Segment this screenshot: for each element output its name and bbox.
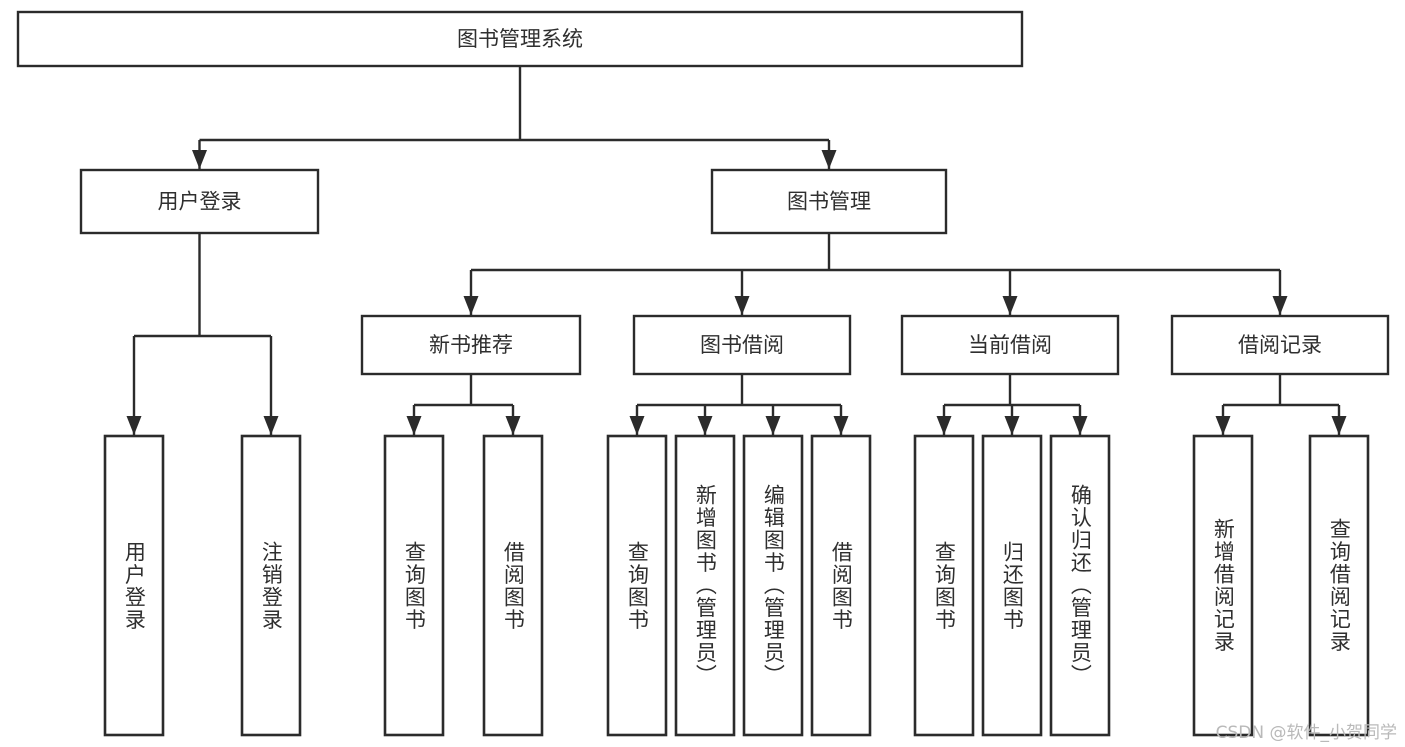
arrow-head-icon bbox=[833, 416, 849, 435]
arrow-head-icon bbox=[505, 416, 521, 435]
node-label-current-borrow: 当前借阅 bbox=[968, 333, 1052, 357]
arrow-head-icon bbox=[629, 416, 645, 435]
node-box-user-login[interactable] bbox=[79, 168, 320, 235]
node-box-book-borrow[interactable] bbox=[632, 314, 852, 376]
node-box-book-manage[interactable] bbox=[710, 168, 948, 235]
node-box-leaf-return-book[interactable] bbox=[981, 434, 1043, 737]
node-label-book-borrow: 图书借阅 bbox=[700, 333, 784, 357]
arrow-head-icon bbox=[1215, 416, 1231, 435]
arrow-head-icon bbox=[1331, 416, 1347, 435]
arrow-head-icon bbox=[1072, 416, 1088, 435]
arrow-head-icon bbox=[192, 150, 207, 169]
arrow-head-icon bbox=[463, 296, 479, 315]
arrow-head-icon bbox=[821, 150, 837, 169]
node-label-book-manage: 图书管理 bbox=[787, 190, 871, 214]
node-box-leaf-query-record[interactable] bbox=[1308, 434, 1370, 737]
node-box-root[interactable] bbox=[16, 10, 1024, 68]
connector-layer bbox=[126, 66, 1347, 435]
node-label-new-book-recommend: 新书推荐 bbox=[429, 333, 513, 357]
node-box-leaf-borrow-book-2[interactable] bbox=[810, 434, 872, 737]
arrow-head-icon bbox=[697, 416, 713, 435]
node-label-root: 图书管理系统 bbox=[457, 27, 583, 51]
arrow-head-icon bbox=[1002, 296, 1018, 315]
node-box-borrow-record[interactable] bbox=[1170, 314, 1390, 376]
node-box-leaf-borrow-book-1[interactable] bbox=[482, 434, 544, 737]
box-layer bbox=[16, 10, 1390, 737]
node-box-leaf-add-record[interactable] bbox=[1192, 434, 1254, 737]
arrow-head-icon bbox=[1272, 296, 1288, 315]
arrow-head-icon bbox=[1004, 416, 1020, 435]
node-box-new-book-recommend[interactable] bbox=[360, 314, 582, 376]
node-label-user-login: 用户登录 bbox=[158, 190, 242, 214]
node-box-leaf-user-logout[interactable] bbox=[240, 434, 302, 737]
arrow-head-icon bbox=[936, 416, 952, 435]
node-box-leaf-query-book-3[interactable] bbox=[913, 434, 975, 737]
arrow-head-icon bbox=[765, 416, 781, 435]
node-box-current-borrow[interactable] bbox=[900, 314, 1120, 376]
node-box-leaf-user-login[interactable] bbox=[103, 434, 165, 737]
node-box-leaf-add-book[interactable] bbox=[674, 434, 736, 737]
node-label-borrow-record: 借阅记录 bbox=[1238, 333, 1322, 357]
arrow-head-icon bbox=[126, 416, 142, 435]
arrow-head-icon bbox=[734, 296, 750, 315]
node-box-leaf-query-book-2[interactable] bbox=[606, 434, 668, 737]
node-box-leaf-edit-book[interactable] bbox=[742, 434, 804, 737]
node-box-leaf-query-book-1[interactable] bbox=[383, 434, 445, 737]
node-box-leaf-confirm-return[interactable] bbox=[1049, 434, 1111, 737]
watermark-text: CSDN @软件_小贺同学 bbox=[1215, 723, 1397, 743]
arrow-head-icon bbox=[406, 416, 422, 435]
arrow-head-icon bbox=[263, 416, 279, 435]
